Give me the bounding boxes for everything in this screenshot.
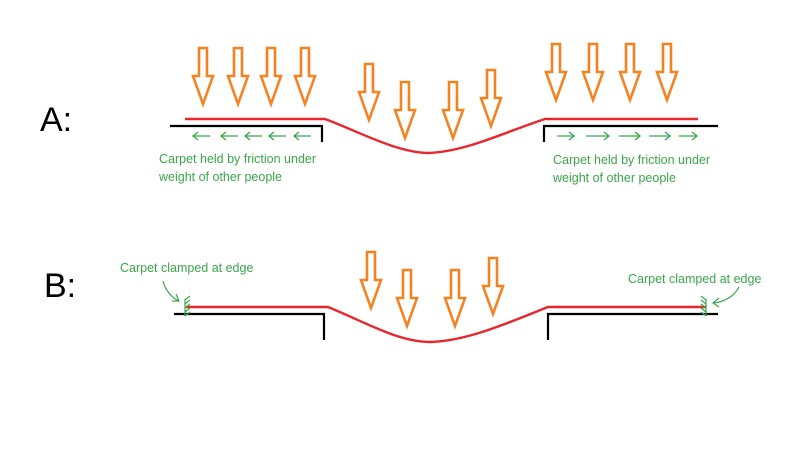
friction-note-a-right: Carpet held by friction under weight of …	[552, 153, 714, 185]
panel-b: B:	[44, 250, 761, 344]
friction-arrows-a-left	[191, 131, 311, 141]
down-arrow-icon	[443, 268, 467, 328]
down-arrow-icon	[618, 42, 642, 102]
left-arrow-icon	[267, 131, 286, 141]
down-arrow-icon	[481, 256, 505, 316]
friction-arrows-a-right	[557, 131, 699, 141]
down-arrow-icon	[357, 62, 381, 122]
down-arrow-icon	[359, 250, 383, 310]
down-arrow-icon	[655, 42, 679, 102]
down-arrow-icon	[395, 268, 419, 328]
down-arrow-icon	[191, 46, 215, 106]
down-arrow-icon	[259, 46, 283, 106]
down-arrow-icon	[441, 80, 465, 140]
down-arrow-icon	[544, 42, 568, 102]
left-arrow-icon	[243, 131, 262, 141]
down-arrow-icon	[479, 68, 503, 128]
panel-b-label: B:	[44, 267, 76, 305]
friction-note-line: Carpet held by friction under	[159, 152, 316, 166]
friction-note-line: weight of other people	[158, 170, 282, 184]
weight-arrows-a-right	[544, 42, 679, 102]
panel-a: A:	[40, 42, 718, 185]
left-arrow-icon	[191, 131, 210, 141]
left-arrow-icon	[292, 131, 311, 141]
down-arrow-icon	[226, 46, 250, 106]
weight-arrows-a-gap	[357, 62, 503, 140]
right-arrow-icon	[557, 131, 576, 141]
clamp-right	[700, 295, 707, 317]
left-arrow-icon	[219, 131, 238, 141]
clamp-note-b-right: Carpet clamped at edge	[628, 272, 761, 286]
weight-arrows-b-gap	[359, 250, 505, 328]
down-arrow-icon	[393, 80, 417, 140]
floor-b	[174, 312, 718, 340]
friction-note-line: weight of other people	[552, 171, 676, 185]
down-arrow-icon	[293, 46, 317, 106]
right-arrow-icon	[679, 131, 699, 141]
floor-a	[170, 124, 718, 142]
carpet-b	[186, 305, 706, 344]
clamp-left	[184, 295, 191, 317]
down-arrow-icon	[581, 42, 605, 102]
right-arrow-icon	[619, 131, 642, 141]
weight-arrows-a-left	[191, 46, 317, 106]
right-arrow-icon	[586, 131, 611, 141]
friction-note-line: Carpet held by friction under	[553, 153, 710, 167]
carpet-a	[185, 117, 698, 155]
friction-note-a-left: Carpet held by friction under weight of …	[158, 152, 320, 184]
pointer-arrow-b-right	[711, 286, 740, 308]
right-arrow-icon	[649, 131, 672, 141]
pointer-arrow-b-left	[162, 280, 180, 302]
clamp-note-b-left: Carpet clamped at edge	[120, 261, 253, 275]
panel-a-label: A:	[40, 101, 72, 139]
